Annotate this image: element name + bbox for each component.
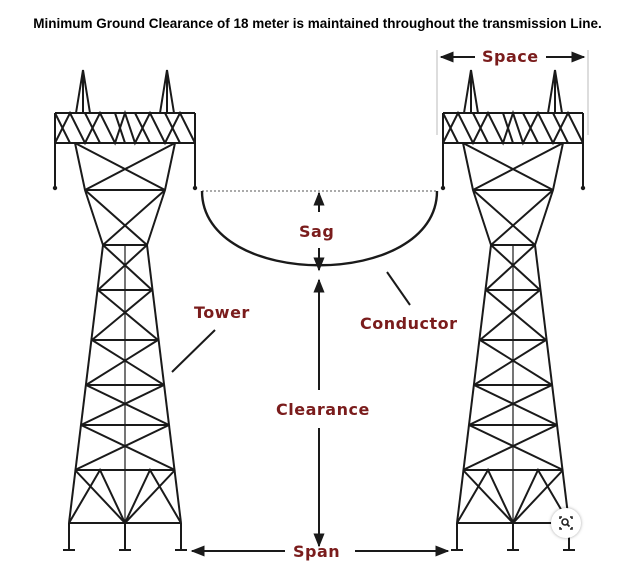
span-label: Span xyxy=(293,542,340,561)
conductor-leader-line xyxy=(386,271,411,306)
tower-right xyxy=(439,69,587,551)
tower-leader-line xyxy=(171,329,216,373)
sag-label: Sag xyxy=(299,222,334,241)
tower-left xyxy=(51,69,199,551)
zoom-search-icon xyxy=(559,516,573,530)
tower-label: Tower xyxy=(194,303,250,322)
space-dimension xyxy=(436,50,589,135)
space-label: Space xyxy=(482,47,539,66)
diagram-title: Minimum Ground Clearance of 18 meter is … xyxy=(33,16,602,31)
zoom-button[interactable] xyxy=(551,508,581,538)
conductor-label: Conductor xyxy=(360,314,457,333)
clearance-label: Clearance xyxy=(276,400,370,419)
